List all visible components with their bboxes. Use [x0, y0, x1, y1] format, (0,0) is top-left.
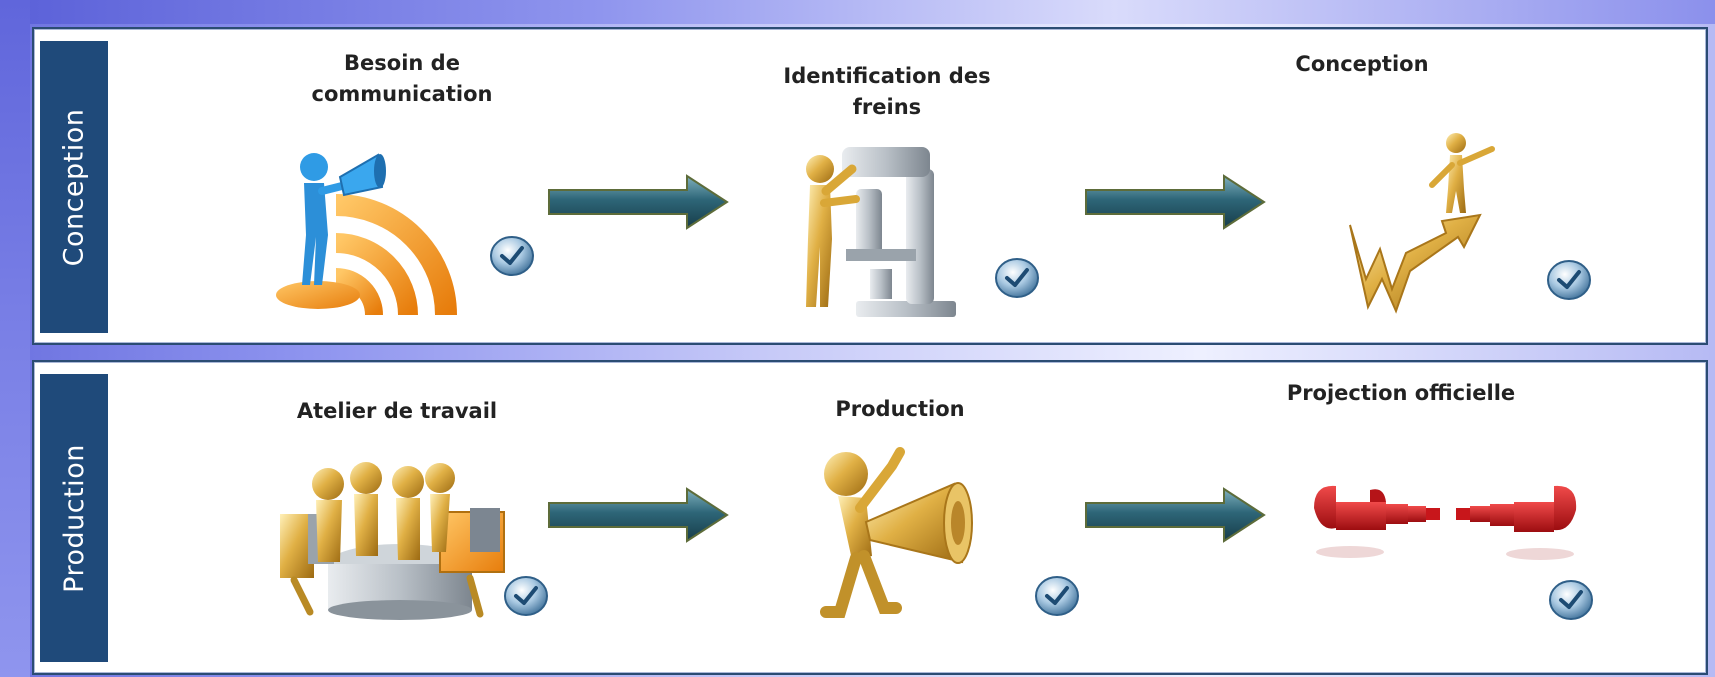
step-title-identification: Identification des freins — [783, 64, 991, 119]
phase-label-text: Production — [58, 443, 90, 593]
phase-panel-conception: Conception Besoin de communication Ident… — [32, 27, 1708, 345]
check-icon — [994, 256, 1040, 300]
background-top-strip — [0, 0, 1715, 24]
check-icon — [1034, 574, 1080, 618]
step-title-besoin: Besoin de communication — [311, 51, 493, 106]
background-left-strip — [0, 0, 30, 677]
flow-arrow-icon — [1085, 487, 1266, 543]
check-icon — [1546, 258, 1592, 302]
check-icon — [489, 234, 535, 278]
phase-label-production: Production — [40, 374, 108, 662]
megaphone-broadcast-figure-icon — [276, 153, 457, 316]
phase-panel-production: Production Atelier de travail — [32, 360, 1708, 675]
flow-arrow-icon — [1085, 174, 1266, 230]
rising-arrow-figure-icon — [1349, 133, 1495, 314]
step-title-projection: Projection officielle — [1286, 381, 1516, 405]
phase-label-text: Conception — [58, 108, 90, 266]
meeting-table-figures-icon — [280, 462, 505, 620]
step-title-production: Production — [835, 397, 965, 421]
check-icon — [503, 574, 549, 618]
step-title-conception: Conception — [1295, 52, 1429, 76]
check-icon — [1548, 578, 1594, 622]
microscope-figure-icon — [806, 147, 956, 317]
flow-arrow-icon — [548, 174, 729, 230]
step-title-atelier: Atelier de travail — [296, 399, 498, 423]
red-armchairs-icon — [1314, 485, 1577, 560]
flow-arrow-icon — [548, 487, 729, 543]
phase-label-conception: Conception — [40, 41, 108, 333]
megaphone-figure-icon — [820, 447, 973, 618]
